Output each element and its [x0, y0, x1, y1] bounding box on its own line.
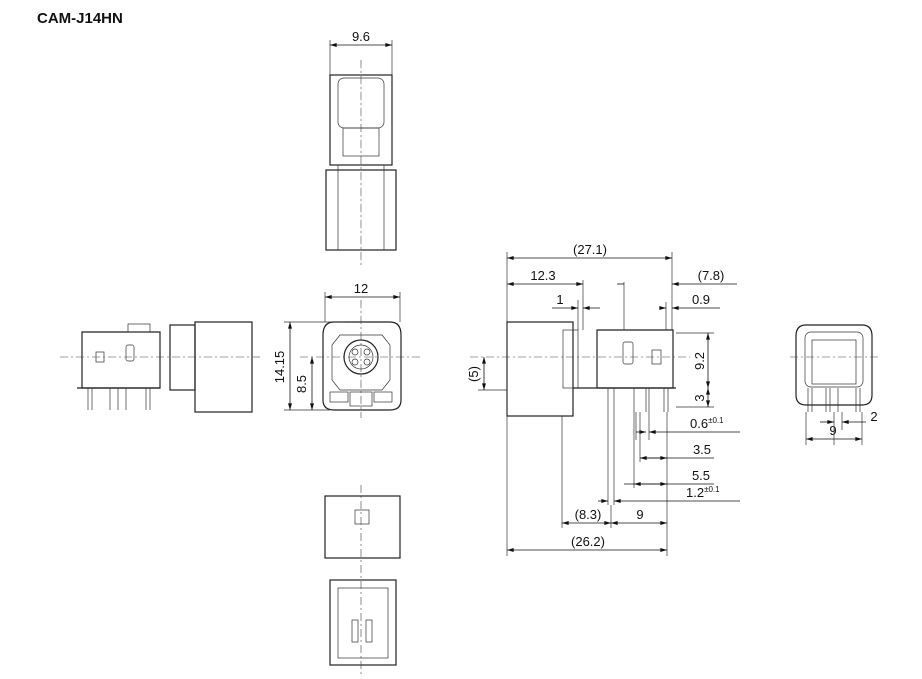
dim-body-height: 9.2 — [692, 352, 707, 370]
dim-front-width: 12 — [354, 281, 368, 296]
dim-overall-length: (27.1) — [573, 242, 607, 257]
dim-peg-pitch: 9 — [636, 507, 643, 522]
top-view: 9.6 — [325, 29, 397, 265]
dim-rear-length: (7.8) — [698, 268, 725, 283]
part-number-title: CAM-J14HN — [37, 10, 123, 27]
front-view: 12 14.15 8.5 — [272, 281, 420, 418]
dim-end-pin-offset: 2 — [870, 409, 877, 424]
dim-peg-offset: (8.3) — [575, 507, 602, 522]
left-side-view — [60, 321, 260, 413]
dim-top-width: 9.6 — [352, 29, 370, 44]
dim-front-length: 12.3 — [530, 268, 555, 283]
dim-pin-pitch-a: 3.5 — [693, 442, 711, 457]
end-view: 9 2 — [790, 324, 880, 445]
dim-pin-pitch-b: 5.5 — [692, 468, 710, 483]
side-view: (27.1) 12.3 1 (7.8) 0.9 9.2 3 (5) 0.6±0.… — [466, 242, 740, 556]
dim-peg-width: 1.2±0.1 — [686, 485, 720, 500]
dim-end-peg-pitch: 9 — [829, 423, 836, 438]
dim-standoff: 3 — [692, 394, 707, 401]
dim-flange: 1 — [556, 292, 563, 307]
dim-bottom-length: (26.2) — [571, 534, 605, 549]
bottom-view — [324, 485, 401, 675]
dim-center-offset: (5) — [466, 366, 481, 382]
dim-front-center-height: 8.5 — [294, 375, 309, 393]
dim-front-height: 14.15 — [272, 351, 287, 384]
dim-pin-width: 0.6±0.1 — [690, 416, 724, 431]
dim-rear-offset: 0.9 — [692, 292, 710, 307]
